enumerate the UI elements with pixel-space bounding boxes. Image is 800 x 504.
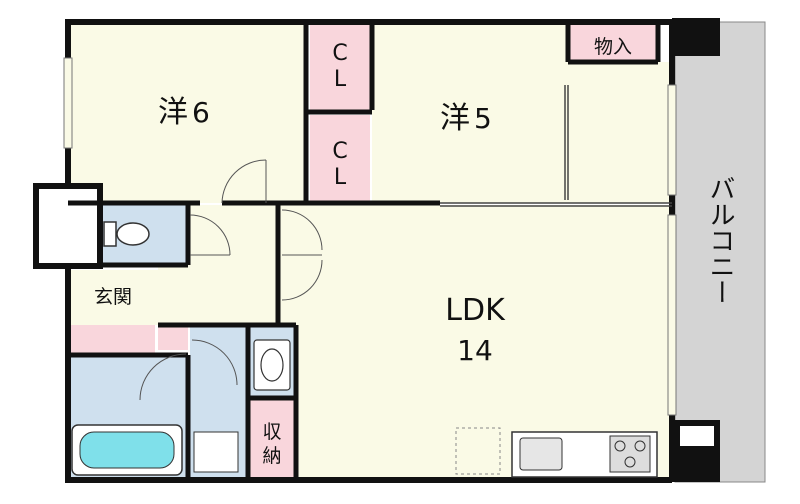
storage-top-floor bbox=[570, 25, 658, 62]
closet-2-floor bbox=[310, 115, 370, 203]
washbasin-fixture bbox=[253, 339, 291, 391]
entrance-step-2 bbox=[158, 325, 188, 350]
closet-1-label-line1: C bbox=[332, 41, 347, 66]
washing-machine-space bbox=[193, 431, 239, 473]
column-bottom-right-inner bbox=[680, 426, 714, 446]
column-top-right bbox=[672, 18, 720, 56]
door-swings bbox=[139, 159, 323, 401]
western-room-5-floor bbox=[372, 25, 568, 203]
closet-1-label-line2: L bbox=[334, 67, 347, 92]
pipe-shaft bbox=[33, 183, 103, 269]
sliding-partitions bbox=[440, 85, 672, 207]
balcony-area bbox=[674, 21, 766, 483]
kitchen-counter bbox=[511, 431, 658, 478]
window-right-lower bbox=[667, 214, 677, 416]
storage-bottom-label-line2: 納 bbox=[262, 445, 281, 467]
western-room-5-size: 5 bbox=[474, 102, 492, 135]
entrance-floor bbox=[70, 270, 158, 325]
refrigerator-space bbox=[455, 427, 501, 475]
entrance-step bbox=[70, 325, 155, 355]
ldk-size: 14 bbox=[457, 334, 493, 367]
interior-walls bbox=[68, 25, 661, 477]
closet-2-label-line1: C bbox=[332, 139, 347, 164]
ldk-name: LDK bbox=[445, 293, 506, 328]
bathtub-fixture bbox=[71, 424, 183, 476]
closet-2-label-line2: L bbox=[334, 165, 347, 190]
toilet-fixture bbox=[103, 221, 150, 247]
balcony-label: バルコニー bbox=[705, 175, 735, 305]
western-room-5-ext-floor bbox=[568, 62, 672, 203]
western-room-5-name: 洋 bbox=[440, 101, 470, 136]
western-room-6-size: 6 bbox=[192, 96, 210, 129]
western-room-6-name: 洋 bbox=[158, 95, 188, 130]
storage-top-label: 物入 bbox=[594, 36, 632, 58]
entrance-label: 玄関 bbox=[94, 286, 132, 308]
window-right-upper bbox=[667, 84, 677, 196]
storage-bottom-floor bbox=[250, 400, 294, 477]
storage-bottom-label-line1: 収 bbox=[262, 421, 281, 443]
closet-1-floor bbox=[310, 25, 370, 110]
window-left bbox=[63, 57, 73, 149]
